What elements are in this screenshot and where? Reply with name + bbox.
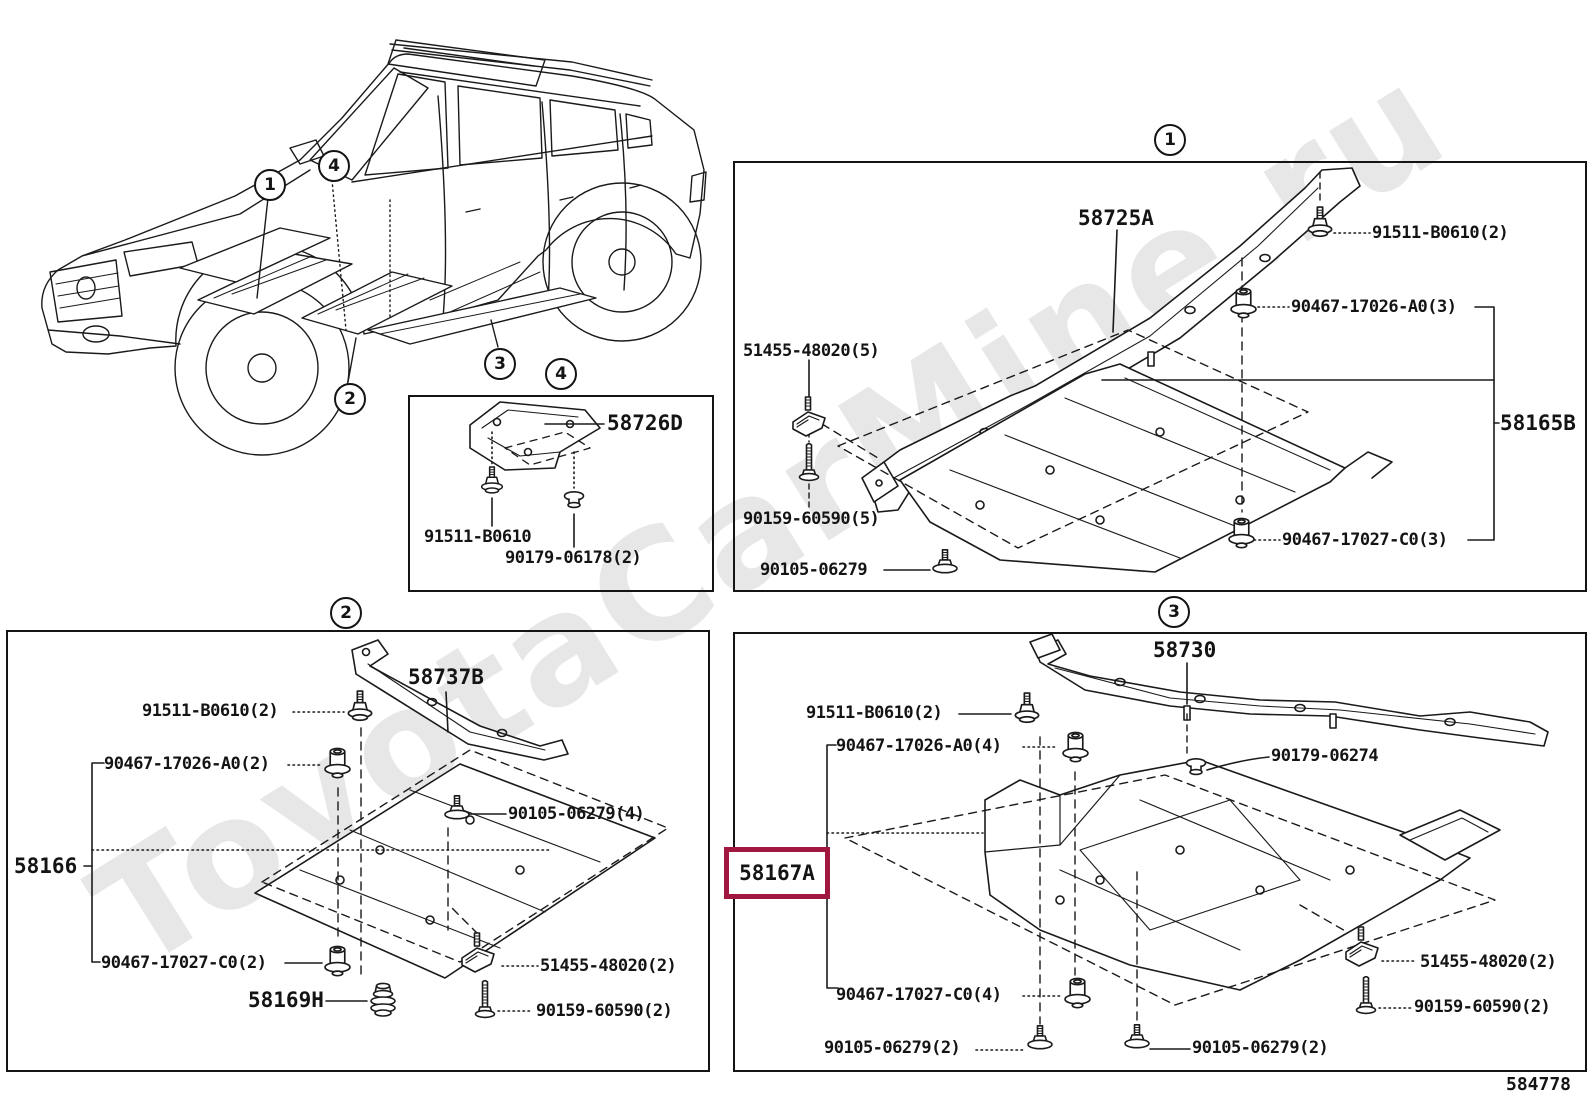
part-label[interactable]: 51455-48020(2) <box>1420 952 1557 972</box>
rear-wheel <box>542 182 702 342</box>
grille <box>49 259 123 323</box>
highlighted-part-label-58167a[interactable]: 58167A <box>724 847 830 899</box>
part-label[interactable]: 58169H <box>248 988 324 1012</box>
highlighted-part-number: 58167A <box>739 861 815 885</box>
dashed-outline <box>261 749 669 963</box>
panel2-art <box>83 639 669 1019</box>
car-callout-3: 3 <box>484 348 516 380</box>
part-label[interactable]: 58726D <box>607 411 683 435</box>
panel3-art <box>820 633 1549 1051</box>
car-callout-4: 4 <box>318 150 350 182</box>
part-label[interactable]: 90467-17027-C0(4) <box>836 985 1002 1005</box>
bracket-58166 <box>91 762 105 963</box>
part-label[interactable]: 91511-B0610 <box>424 527 532 547</box>
part-label[interactable]: 91511-B0610(2) <box>1372 223 1509 243</box>
panel-box-2 <box>6 630 710 1072</box>
part-label[interactable]: 51455-48020(2) <box>540 956 677 976</box>
part-label[interactable]: 90159-60590(2) <box>536 1001 673 1021</box>
car-callout-1: 1 <box>254 169 286 201</box>
car-callout-2: 2 <box>334 383 366 415</box>
crossmember-58730 <box>1034 639 1549 747</box>
part-label[interactable]: 91511-B0610(2) <box>142 701 279 721</box>
under-cover-58166 <box>254 763 656 979</box>
crossmember-58737b <box>351 639 569 761</box>
car-callout-leaders <box>256 179 499 383</box>
fog-light <box>82 325 110 343</box>
part-label[interactable]: 58725A <box>1078 206 1154 230</box>
car-callout-4b: 4 <box>545 358 577 390</box>
panel-box-1 <box>733 161 1587 592</box>
part-label[interactable]: 90179-06274 <box>1271 746 1379 766</box>
under-cover-58165b <box>899 363 1346 573</box>
part-label[interactable]: 58166 <box>14 854 78 878</box>
dashed-outline <box>837 329 1309 549</box>
part-label[interactable]: 90105-06279(2) <box>824 1038 961 1058</box>
panel1-art <box>792 167 1500 574</box>
part-label[interactable]: 90467-17027-C0(3) <box>1282 530 1448 550</box>
toyota-emblem <box>76 276 96 300</box>
part-label[interactable]: 90105-06279 <box>760 560 868 580</box>
figure-code: 584778 <box>1506 1074 1572 1095</box>
headlight <box>123 241 199 277</box>
dashed-outline <box>844 774 1496 1006</box>
part-label[interactable]: 90179-06178(2) <box>505 548 642 568</box>
part-label[interactable]: 58737B <box>408 665 484 689</box>
panel1-callout: 1 <box>1154 124 1186 156</box>
detail4-art <box>469 401 605 548</box>
part-label[interactable]: 90159-60590(5) <box>743 509 880 529</box>
detail-box-4 <box>408 395 714 592</box>
part-label[interactable]: 90159-60590(2) <box>1414 997 1551 1017</box>
roof-rails <box>389 43 653 87</box>
part-label[interactable]: 90467-17026-A0(2) <box>104 754 270 774</box>
part-label[interactable]: 90105-06279(2) <box>1192 1038 1329 1058</box>
part-label[interactable]: 90105-06279(4) <box>508 804 645 824</box>
part-label[interactable]: 90467-17027-C0(2) <box>101 953 267 973</box>
part-label[interactable]: 91511-B0610(2) <box>806 703 943 723</box>
part-label[interactable]: 58165B <box>1500 411 1576 435</box>
part-label[interactable]: 90467-17026-A0(4) <box>836 736 1002 756</box>
part-label[interactable]: 51455-48020(5) <box>743 341 880 361</box>
underbody-covers-context <box>179 227 597 345</box>
panel3-callout: 3 <box>1158 596 1190 628</box>
panel2-callout: 2 <box>330 597 362 629</box>
taillight <box>689 171 707 203</box>
part-label[interactable]: 58730 <box>1153 638 1217 662</box>
sunroof <box>387 39 546 87</box>
vehicle-illustration <box>41 39 707 456</box>
part-label[interactable]: 90467-17026-A0(3) <box>1291 297 1457 317</box>
